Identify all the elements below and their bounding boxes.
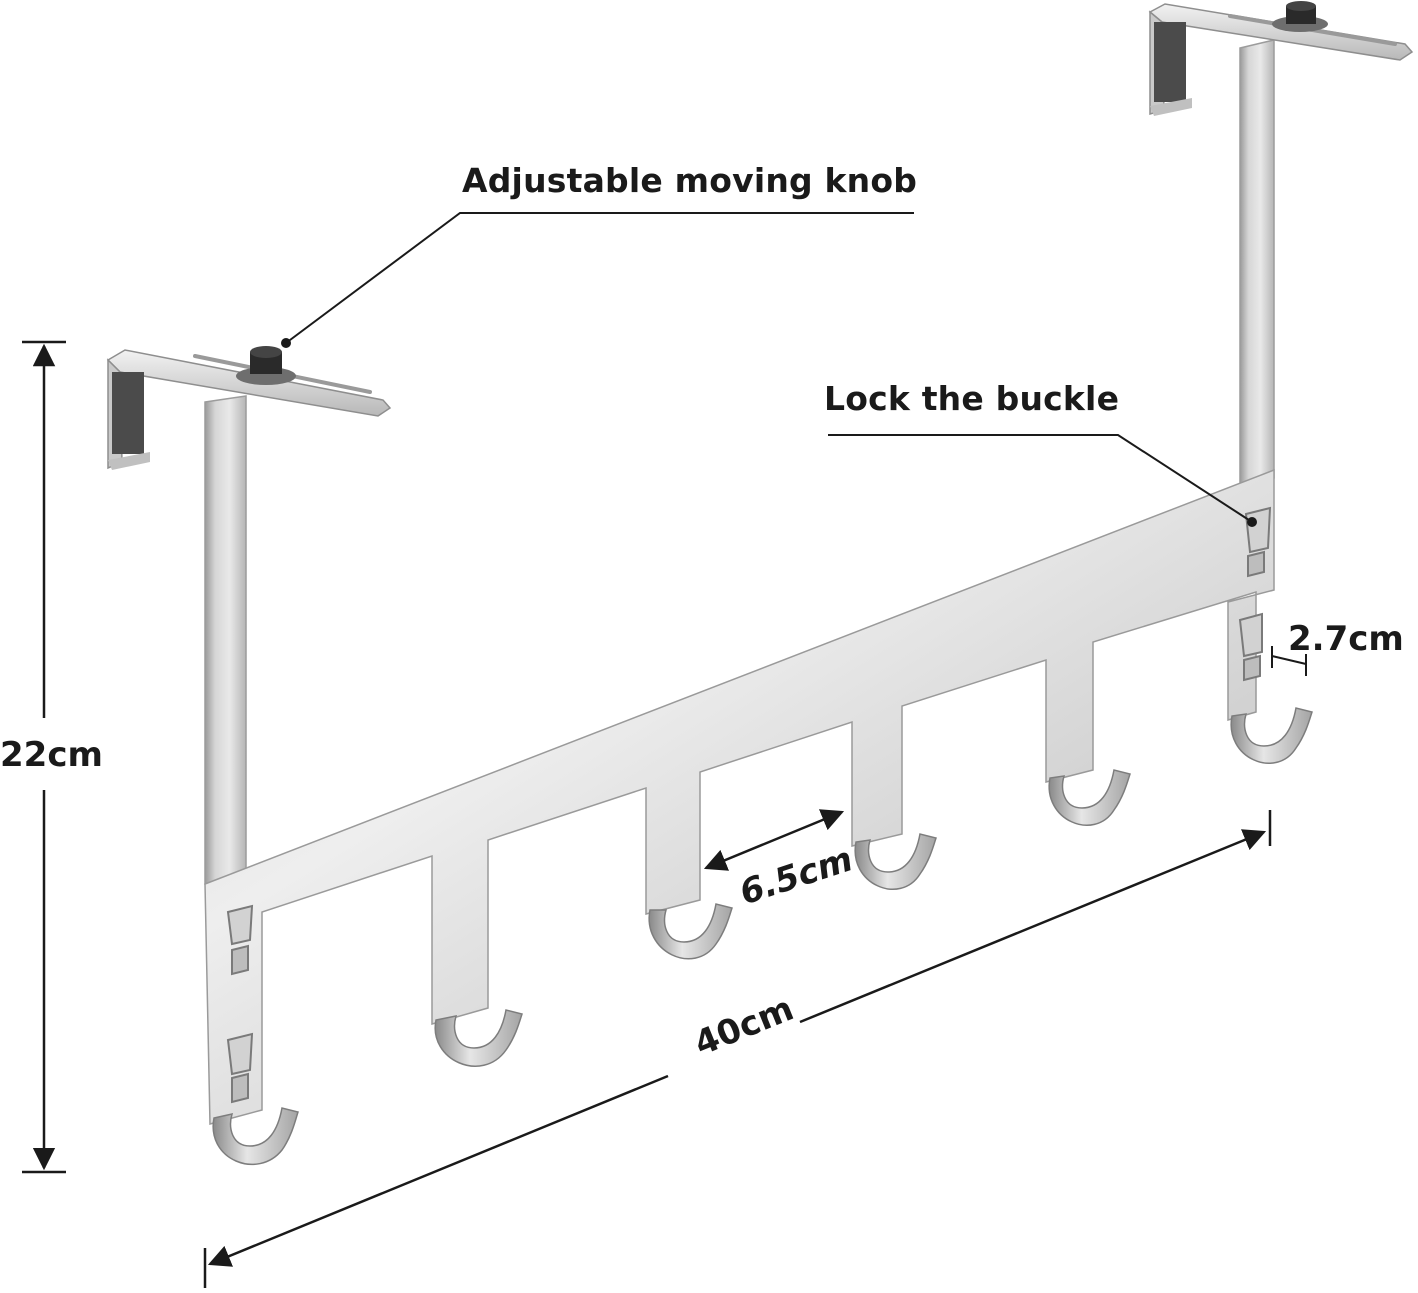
knob-callout-leader [281, 212, 914, 348]
hook-1 [212, 1107, 299, 1166]
left-hanger-bracket [106, 346, 392, 885]
hook-6 [1230, 707, 1313, 765]
height-dimension-label: 22cm [0, 735, 103, 775]
buckle-callout-leader [828, 434, 1257, 527]
knob-callout-label: Adjustable moving knob [462, 161, 918, 200]
left-rubber-pad [112, 372, 144, 454]
right-adjustable-knob [1272, 1, 1328, 32]
left-adjustable-knob [236, 346, 296, 385]
length-dimension [203, 810, 1272, 1288]
height-dimension [22, 340, 66, 1174]
hook-2 [434, 1009, 523, 1067]
hook-5 [1048, 769, 1131, 827]
buckle-callout-label: Lock the buckle [824, 379, 1120, 418]
right-hanger-bracket [1148, 1, 1414, 487]
right-rubber-pad [1154, 22, 1186, 102]
hook-spacing-dimension [703, 809, 845, 871]
hook-3 [648, 903, 733, 960]
hook-depth-label: 2.7cm [1288, 619, 1404, 659]
left-buckle [226, 904, 254, 1104]
hook-4 [854, 833, 937, 891]
hook-depth-dimension [1271, 646, 1307, 676]
